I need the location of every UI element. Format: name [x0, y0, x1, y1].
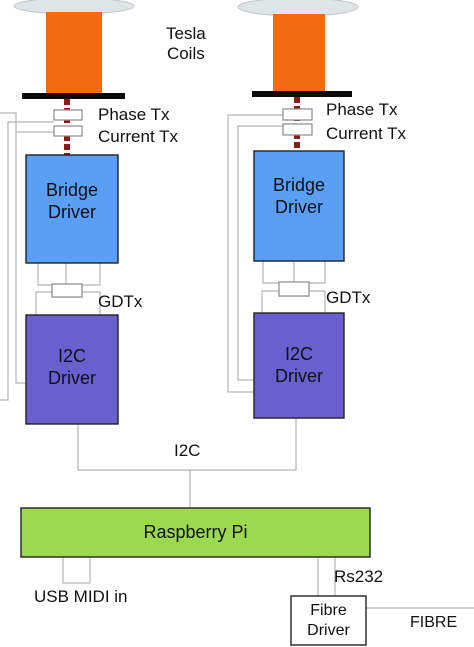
- fibre-driver-line1: Fibre: [310, 601, 347, 619]
- left-current-tx: [53, 125, 83, 137]
- left-gdtx-label: GDTx: [98, 292, 143, 311]
- right-i2c-line1: I2C: [284, 343, 313, 364]
- left-i2c-line2: Driver: [48, 368, 96, 388]
- left-gdt: [51, 283, 83, 298]
- usb-midi-label: USB MIDI in: [34, 587, 128, 606]
- right-current-tx: [282, 123, 313, 136]
- left-coil-base: [22, 93, 125, 99]
- right-coil-base: [252, 91, 352, 97]
- left-feedback-wire: [0, 112, 30, 384]
- right-current-tx-label: Current Tx: [326, 124, 406, 143]
- i2c-bus-label: I2C: [174, 441, 201, 460]
- fibre-driver-line2: Driver: [307, 621, 350, 639]
- left-bridge-driver: [25, 154, 119, 264]
- right-bridge-driver: [253, 150, 345, 262]
- left-phase-tx-label: Phase Tx: [98, 105, 170, 124]
- left-coil-topload: [13, 0, 135, 15]
- left-i2c-driver-label: I2C Driver: [26, 330, 118, 404]
- right-feedback-wire-2: [237, 125, 283, 381]
- left-coil: [46, 12, 102, 94]
- fibre-driver-label: Fibre Driver: [291, 596, 366, 645]
- right-coil: [273, 14, 325, 91]
- left-current-tx-label: Current Tx: [98, 127, 178, 146]
- tesla-coils-line1: Tesla: [166, 24, 206, 43]
- fibre-driver-block: [290, 595, 367, 646]
- signal-wiring: [0, 112, 474, 609]
- i2c-bus-wire: [77, 418, 297, 508]
- right-i2c-line2: Driver: [275, 366, 323, 386]
- rs232-wire: [317, 557, 336, 596]
- right-coil-topload: [237, 0, 359, 17]
- right-bridge-line2: Driver: [275, 197, 323, 217]
- raspberry-pi-label: Raspberry Pi: [143, 522, 248, 543]
- right-feedback-wire: [227, 114, 283, 393]
- left-i2c-driver: [25, 314, 119, 425]
- right-bridge-line1: Bridge: [272, 174, 326, 195]
- left-i2c-line1: I2C: [57, 345, 86, 366]
- fibre-label: FIBRE: [410, 614, 458, 631]
- right-gdtx-label: GDTx: [326, 288, 371, 307]
- right-i2c-driver-label: I2C Driver: [254, 330, 344, 400]
- usb-midi-wire: [62, 557, 91, 584]
- left-bridge-line2: Driver: [48, 202, 96, 222]
- right-i2c-driver: [253, 312, 345, 419]
- rs232-label: Rs232: [334, 567, 384, 586]
- left-feedback-wire-2: [0, 121, 54, 401]
- left-bridge-driver-label: Bridge Driver: [26, 155, 118, 247]
- left-phase-tx: [53, 109, 83, 121]
- tesla-coils-label: Tesla Coils: [166, 24, 206, 65]
- tesla-coils-line2: Coils: [166, 44, 205, 64]
- left-bridge-line1: Bridge: [45, 179, 99, 200]
- right-phase-tx-label: Phase Tx: [326, 100, 398, 119]
- right-bridge-driver-label: Bridge Driver: [254, 151, 344, 241]
- right-phase-tx: [282, 108, 313, 121]
- raspberry-pi-block: [20, 507, 371, 558]
- right-gdt: [278, 281, 310, 297]
